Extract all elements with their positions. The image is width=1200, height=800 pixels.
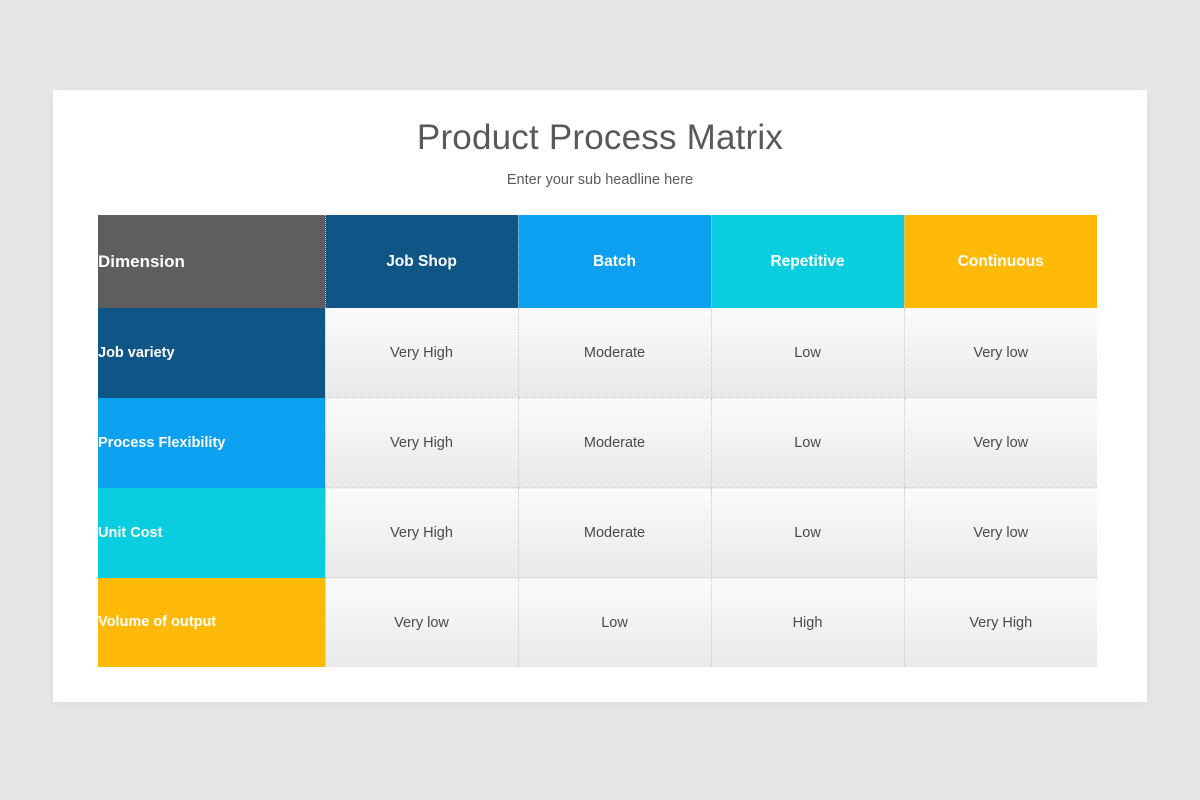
table-row: Volume of output Very low Low High Very …	[98, 577, 1097, 667]
column-header-continuous[interactable]: Continuous	[904, 215, 1097, 308]
cell-volume-of-output-batch[interactable]: Low	[518, 577, 712, 667]
cell-volume-of-output-job-shop[interactable]: Very low	[325, 577, 519, 667]
cell-process-flexibility-continuous[interactable]: Very low	[904, 397, 1097, 488]
cell-job-variety-batch[interactable]: Moderate	[518, 308, 712, 398]
row-label-process-flexibility[interactable]: Process Flexibility	[98, 397, 326, 488]
column-header-dimension[interactable]: Dimension	[98, 215, 326, 308]
cell-process-flexibility-job-shop[interactable]: Very High	[325, 397, 519, 488]
table-row: Unit Cost Very High Moderate Low Very lo…	[98, 487, 1097, 578]
cell-unit-cost-continuous[interactable]: Very low	[904, 487, 1097, 578]
table-row: Job variety Very High Moderate Low Very …	[98, 308, 1097, 398]
cell-job-variety-continuous[interactable]: Very low	[904, 308, 1097, 398]
cell-process-flexibility-repetitive[interactable]: Low	[711, 397, 905, 488]
slide-card: Product Process Matrix Enter your sub he…	[53, 90, 1147, 702]
cell-process-flexibility-batch[interactable]: Moderate	[518, 397, 712, 488]
product-process-matrix-table: Dimension Job Shop Batch Repetitive Cont…	[98, 215, 1097, 667]
row-label-job-variety[interactable]: Job variety	[98, 308, 326, 398]
cell-unit-cost-batch[interactable]: Moderate	[518, 487, 712, 578]
page-subtitle: Enter your sub headline here	[506, 172, 694, 188]
page-title: Product Process Matrix	[416, 118, 784, 157]
cell-job-variety-job-shop[interactable]: Very High	[325, 308, 519, 398]
cell-volume-of-output-repetitive[interactable]: High	[711, 577, 905, 667]
column-header-batch[interactable]: Batch	[518, 215, 712, 308]
cell-unit-cost-job-shop[interactable]: Very High	[325, 487, 519, 578]
cell-unit-cost-repetitive[interactable]: Low	[711, 487, 905, 578]
table-header-row: Dimension Job Shop Batch Repetitive Cont…	[98, 215, 1097, 308]
table-row: Process Flexibility Very High Moderate L…	[98, 397, 1097, 488]
cell-job-variety-repetitive[interactable]: Low	[711, 308, 905, 398]
row-label-volume-of-output[interactable]: Volume of output	[98, 577, 326, 667]
column-header-repetitive[interactable]: Repetitive	[711, 215, 905, 308]
column-header-job-shop[interactable]: Job Shop	[325, 215, 519, 308]
row-label-unit-cost[interactable]: Unit Cost	[98, 487, 326, 578]
cell-volume-of-output-continuous[interactable]: Very High	[904, 577, 1097, 667]
